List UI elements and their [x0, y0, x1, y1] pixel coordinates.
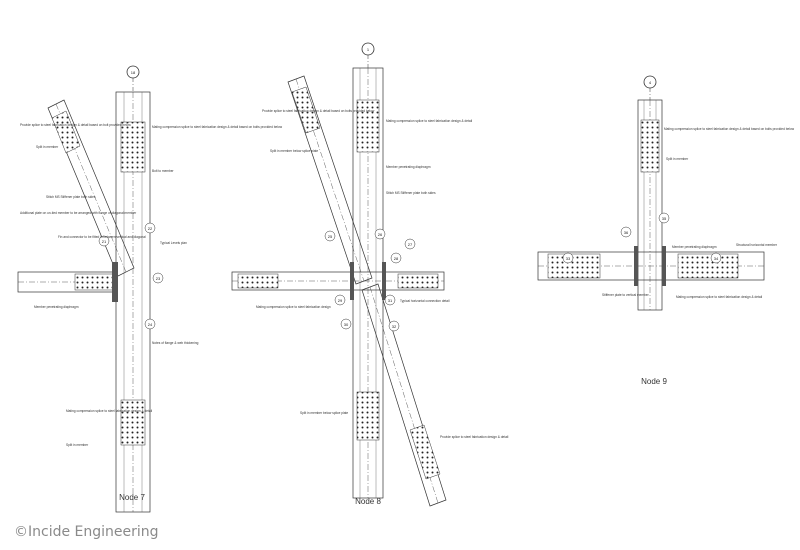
annotation-note: Split in member — [36, 145, 59, 149]
callout: 34 — [710, 252, 722, 264]
annotation-note: Stitch MS Stiffener plate both sides — [46, 195, 96, 199]
annotation-note: Mating compression splice to steel fabri… — [66, 409, 152, 413]
annotation-note: Typical Levels plan — [160, 241, 187, 245]
callout: 33 — [562, 252, 574, 264]
annotation-note: Provide splice to steel fabrication desi… — [262, 109, 375, 113]
callout-number: 22 — [148, 226, 153, 231]
callout-number: 33 — [566, 256, 571, 261]
annotation-note: Mating compression splice to steel fabri… — [386, 119, 472, 123]
horizontal-beam — [17, 262, 118, 302]
grid-label: 1 — [367, 47, 370, 52]
callout: 21 — [98, 235, 110, 247]
annotation-note: Typical horizontal connection detail — [400, 299, 450, 303]
callout: 22 — [144, 222, 156, 234]
diagonal-brace-upper — [287, 75, 373, 285]
node-9: 4 33 34 35 36 Mating compression splice … — [537, 75, 795, 386]
callout-number: 36 — [624, 230, 629, 235]
callout: 27 — [404, 238, 416, 250]
diagonal-brace — [47, 99, 135, 277]
copyright-credit: ©Incide Engineering — [14, 524, 159, 540]
diagonal-brace-lower — [361, 283, 447, 507]
annotation-note: Split in member — [666, 157, 689, 161]
callout-number: 32 — [392, 324, 397, 329]
node-title: Node 9 — [641, 377, 667, 386]
annotation-note: Notes of flange & web thickening — [152, 341, 199, 345]
annotation-note: Mating compression splice to steel fabri… — [152, 125, 283, 129]
callout: 30 — [340, 318, 352, 330]
node-title: Node 8 — [355, 497, 381, 506]
annotation-note: Bolt to member — [152, 169, 175, 173]
node-title: Node 7 — [119, 493, 145, 502]
grid-bubble: 4 — [643, 75, 657, 100]
annotation-note: Fin and connector to be fitted in betwee… — [58, 235, 146, 239]
annotation-note: Split in member — [66, 443, 89, 447]
callout: 36 — [620, 226, 632, 238]
callout-number: 35 — [662, 216, 667, 221]
callout-number: 34 — [714, 256, 719, 261]
callout-number: 31 — [388, 298, 393, 303]
annotation-note: Structural horizontal member — [736, 243, 778, 247]
horizontal-beam — [537, 246, 765, 286]
annotation-note: Stiffener plate to vertical member — [602, 293, 650, 297]
annotation-note: Additional plate on un-tied member to be… — [20, 211, 137, 215]
callout: 31 — [384, 294, 396, 306]
callout-number: 21 — [102, 239, 107, 244]
node-8: 1 25 — [231, 42, 509, 507]
annotation-note: Member penetrating diaphragm — [672, 245, 717, 249]
node-7: 18 21 22 23 24 Provide — [17, 65, 283, 513]
vertical-column — [637, 99, 663, 311]
callout-number: 26 — [378, 232, 383, 237]
callout: 35 — [658, 212, 670, 224]
callout-number: 29 — [338, 298, 343, 303]
vertical-column — [352, 67, 384, 499]
grid-bubble: 18 — [126, 65, 140, 92]
annotation-note: Split in member below splice plate — [300, 411, 348, 415]
callout-number: 28 — [394, 256, 399, 261]
annotation-note: Mating compression splice to steel fabri… — [664, 127, 795, 131]
grid-bubble: 1 — [361, 42, 375, 68]
grid-label: 18 — [131, 70, 136, 75]
annotation-note: Mating compression splice to steel fabri… — [256, 305, 331, 309]
callout: 26 — [374, 228, 386, 240]
callout-number: 30 — [344, 322, 349, 327]
annotation-note: Stitch MS Stiffener plate both sides — [386, 191, 436, 195]
callout: 23 — [152, 272, 164, 284]
callout: 29 — [334, 294, 346, 306]
callout: 24 — [144, 318, 156, 330]
annotation-note: Provide splice to steel fabrication desi… — [440, 435, 509, 439]
horizontal-beam — [231, 262, 445, 300]
callout-number: 27 — [408, 242, 413, 247]
callout-number: 24 — [148, 322, 153, 327]
annotation-note: Member penetrating diaphragm — [34, 305, 79, 309]
callout-number: 23 — [156, 276, 161, 281]
callout: 28 — [390, 252, 402, 264]
annotation-note: Split in member below splice plate — [270, 149, 318, 153]
annotation-note: Member penetrating diaphragm — [386, 165, 431, 169]
annotation-note: Mating compression splice to steel fabri… — [676, 295, 762, 299]
vertical-column — [115, 91, 151, 513]
callout: 25 — [324, 230, 336, 242]
callout: 32 — [388, 320, 400, 332]
callout-number: 25 — [328, 234, 333, 239]
annotation-note: Provide splice to steel fabrication desi… — [20, 123, 131, 127]
grid-label: 4 — [649, 80, 652, 85]
